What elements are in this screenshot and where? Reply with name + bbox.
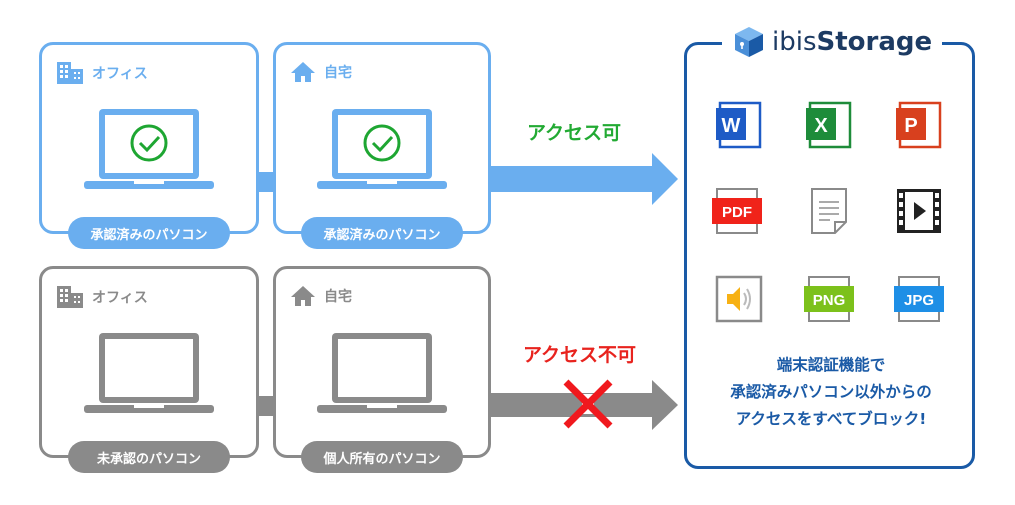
storage-message: 端末認証機能で 承認済みパソコン以外からの アクセスをすべてブロック! <box>690 352 972 433</box>
location-label: オフィス <box>92 290 148 306</box>
laptop-icon <box>317 333 447 413</box>
document-file-icon <box>811 188 847 234</box>
svg-text:W: W <box>722 115 741 137</box>
brand-prefix: ibis <box>772 27 817 57</box>
brand-logo: ibisStorage <box>722 22 943 62</box>
svg-text:X: X <box>814 115 828 137</box>
arrow-shaft-approved <box>490 166 655 192</box>
status-badge: 未承認のパソコン <box>68 441 230 473</box>
png-file-icon: PNG <box>804 276 854 322</box>
laptop-icon <box>84 333 214 413</box>
powerpoint-file-icon: P <box>896 101 942 149</box>
location-label: 自宅 <box>324 65 352 81</box>
word-file-icon: W <box>716 101 762 149</box>
building-icon <box>57 62 83 84</box>
audio-file-icon <box>715 275 763 323</box>
x-mark-icon <box>563 379 613 429</box>
card-approved-home: 自宅 承認済みのパソコン <box>273 42 491 249</box>
status-badge: 承認済みのパソコン <box>301 217 463 249</box>
house-icon <box>291 62 315 82</box>
location-label: 自宅 <box>324 289 352 305</box>
building-icon <box>57 286 83 308</box>
svg-text:P: P <box>904 115 917 137</box>
status-badge: 承認済みのパソコン <box>68 217 230 249</box>
connector-approved <box>254 172 278 192</box>
connector-unapproved <box>254 396 278 416</box>
jpg-file-icon: JPG <box>894 276 944 322</box>
arrow-head-unapproved <box>652 380 678 430</box>
laptop-icon <box>317 109 447 189</box>
location-label: オフィス <box>92 66 148 82</box>
svg-text:JPG: JPG <box>904 292 934 309</box>
video-file-icon <box>897 189 941 233</box>
card-unapproved-home: 自宅 個人所有のパソコン <box>273 266 491 473</box>
message-line: アクセスをすべてブロック! <box>735 410 927 428</box>
pdf-file-icon: PDF <box>712 188 762 234</box>
laptop-icon <box>84 109 214 189</box>
check-circle-icon <box>363 124 401 162</box>
status-badge: 個人所有のパソコン <box>301 441 463 473</box>
excel-file-icon: X <box>806 101 852 149</box>
check-circle-icon <box>130 124 168 162</box>
card-approved-office: オフィス 承認済みのパソコン <box>39 42 259 249</box>
svg-text:PNG: PNG <box>813 292 846 309</box>
message-line: 承認済みパソコン以外からの <box>730 383 932 401</box>
card-unapproved-office: オフィス 未承認のパソコン <box>39 266 259 473</box>
arrow-head-approved <box>652 153 678 205</box>
house-icon <box>291 286 315 306</box>
svg-text:PDF: PDF <box>722 204 752 221</box>
cube-icon <box>735 27 763 57</box>
message-line: 端末認証機能で <box>776 356 886 374</box>
access-allowed-label: アクセス可 <box>527 122 622 144</box>
access-denied-label: アクセス不可 <box>523 344 637 366</box>
arrow-shaft-unapproved <box>490 393 655 417</box>
brand-suffix: Storage <box>816 27 933 57</box>
